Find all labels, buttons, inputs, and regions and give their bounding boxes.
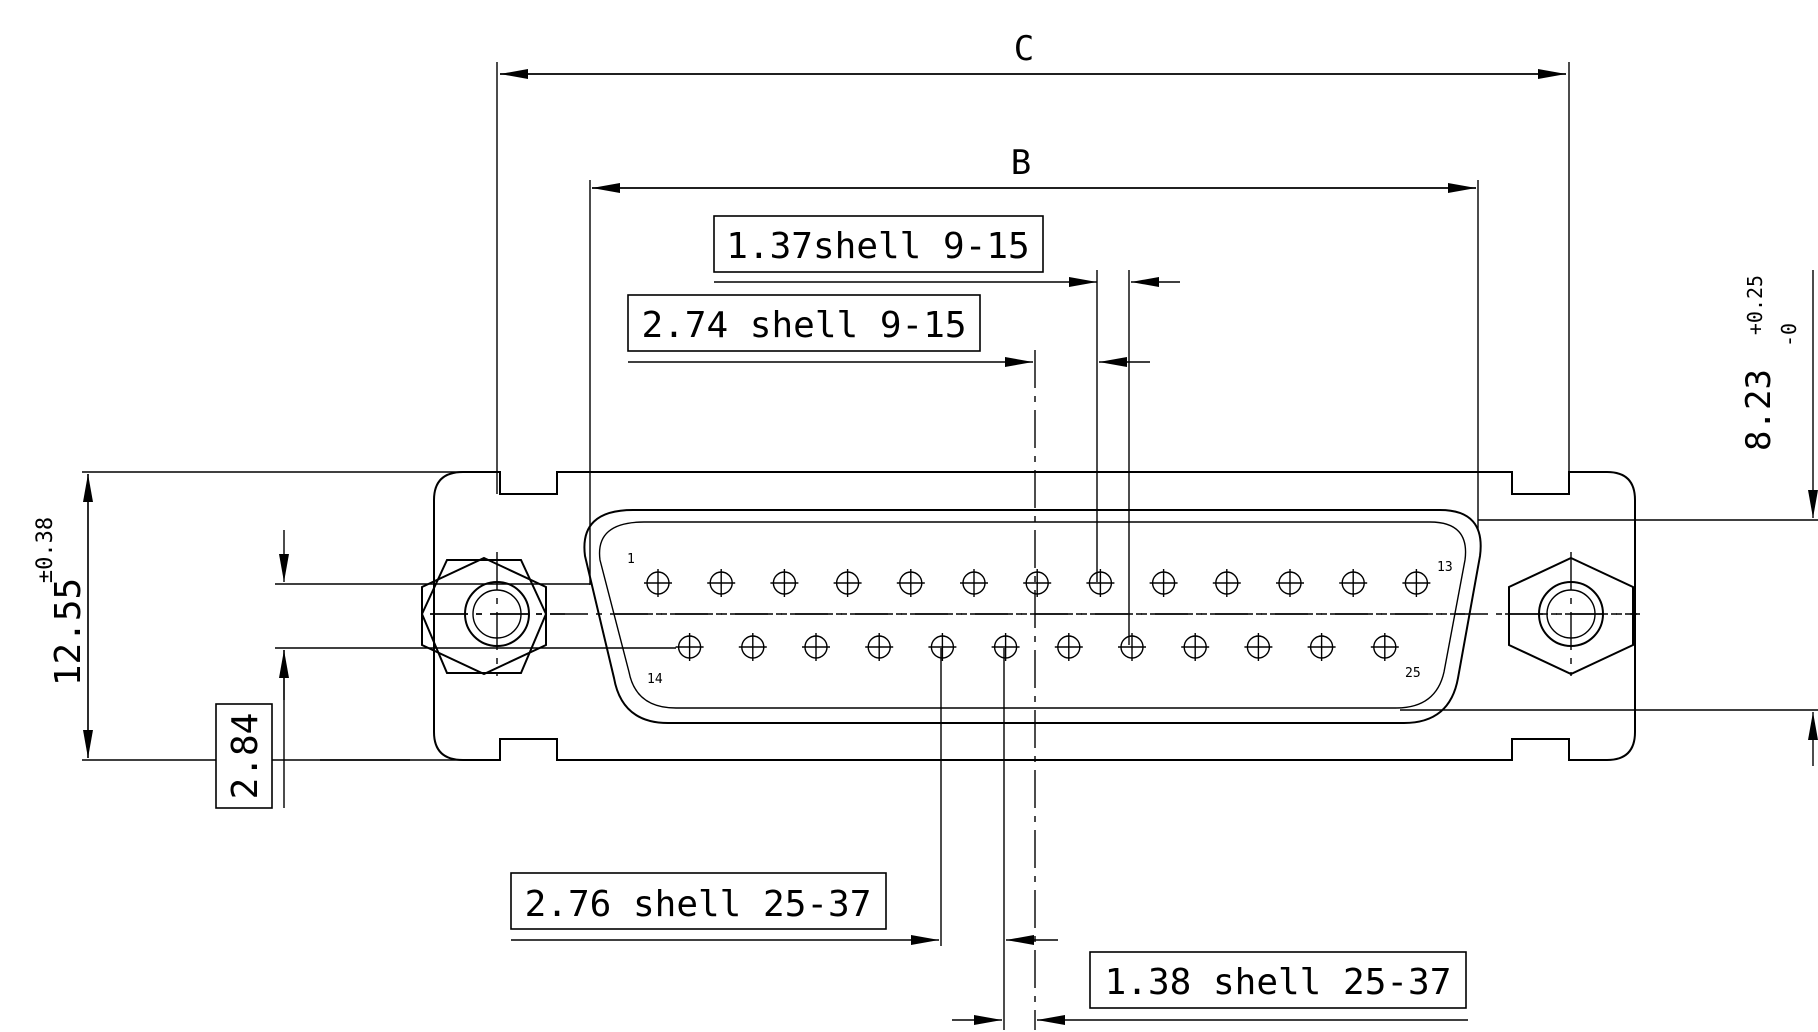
pin-2 [707, 569, 736, 597]
dimension-row-spacing: 2.84 [215, 530, 676, 809]
pin-10 [1212, 569, 1241, 597]
pin-15 [738, 633, 767, 661]
pin-8 [1086, 569, 1115, 597]
svg-text:1.38 shell 25-37: 1.38 shell 25-37 [1105, 962, 1452, 1003]
pin-23 [1244, 633, 1273, 661]
svg-text:-0: -0 [1777, 323, 1801, 347]
dimension-pitch-9-15: 1.37shell 9-15 [713, 215, 1180, 645]
svg-text:12.55: 12.55 [48, 578, 89, 686]
pin-label-13: 13 [1437, 560, 1453, 575]
pin-21 [1118, 633, 1146, 661]
pin-label-1: 1 [627, 552, 635, 567]
svg-text:2.84: 2.84 [225, 713, 266, 800]
svg-text:C: C [1014, 29, 1034, 69]
pin-5 [896, 569, 925, 597]
svg-text:+0.25: +0.25 [1743, 275, 1767, 335]
left-hex-nut [420, 552, 565, 676]
flange-outline [433, 471, 1636, 761]
pin-17 [865, 633, 894, 661]
dimension-pitch-25-37: 1.38 shell 25-37 [952, 951, 1468, 1025]
svg-text:2.74 shell 9-15: 2.74 shell 9-15 [641, 305, 966, 346]
pin-24 [1307, 633, 1336, 661]
pin-3 [770, 569, 799, 597]
dimension-c: C [496, 29, 1570, 494]
pin-14 [675, 633, 704, 661]
dimension-depth: 8.23 +0.25 -0 [1400, 270, 1818, 766]
dimension-row-pitch-25-37: 2.76 shell 25-37 [510, 648, 1058, 1030]
pin-label-25: 25 [1405, 666, 1421, 681]
right-hex-nut [1505, 552, 1637, 676]
pin-19 [991, 633, 1020, 661]
pin-9 [1149, 569, 1178, 597]
pin-11 [1276, 569, 1304, 597]
pin-7 [1023, 569, 1052, 597]
pin-array [644, 569, 1431, 661]
svg-text:8.23: 8.23 [1739, 369, 1779, 451]
svg-text:±0.38: ±0.38 [33, 517, 58, 583]
d-shell-inner [598, 521, 1467, 709]
pin-13 [1402, 569, 1431, 597]
dimension-b: B [589, 143, 1479, 585]
pin-18 [928, 633, 957, 661]
pin-6 [960, 569, 988, 597]
svg-text:2.76 shell 25-37: 2.76 shell 25-37 [525, 884, 872, 925]
pin-16 [802, 633, 830, 661]
pin-22 [1181, 633, 1210, 661]
svg-text:B: B [1011, 143, 1031, 183]
pin-label-14: 14 [647, 672, 663, 687]
pin-20 [1054, 633, 1083, 661]
pin-12 [1339, 569, 1368, 597]
dimension-row-pitch-9-15: 2.74 shell 9-15 [627, 294, 1150, 1030]
pin-25 [1370, 633, 1399, 661]
svg-text:1.37shell 9-15: 1.37shell 9-15 [726, 226, 1029, 267]
pin-1 [644, 569, 672, 597]
pin-4 [833, 569, 862, 597]
d-shell-outer [583, 509, 1482, 724]
